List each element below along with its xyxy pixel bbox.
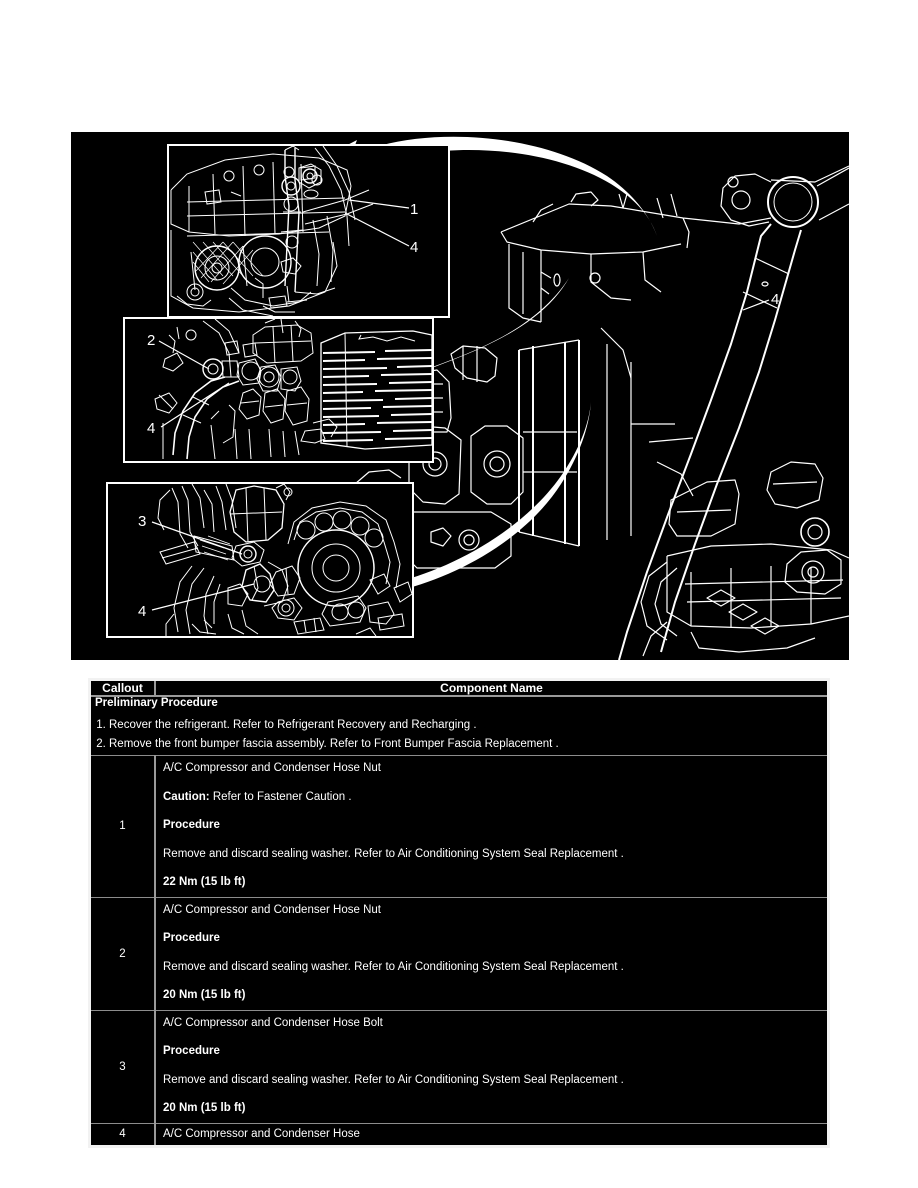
row-component-details: A/C Compressor and Condenser Hose Nut Ca… bbox=[155, 755, 827, 898]
inset-view-bottom: 3 4 bbox=[106, 482, 414, 638]
list-item: Remove the front bumper fascia assembly.… bbox=[109, 737, 827, 753]
component-name: A/C Compressor and Condenser Hose Nut bbox=[163, 903, 381, 916]
preliminary-procedure-title: Preliminary Procedure bbox=[95, 697, 218, 709]
procedure-label: Procedure bbox=[163, 932, 220, 945]
inset-middle-drawing bbox=[154, 319, 432, 460]
row-callout-number: 4 bbox=[91, 1123, 156, 1146]
header-component-name: Component Name bbox=[155, 681, 827, 697]
procedure-text: Remove and discard sealing washer. Refer… bbox=[163, 1073, 624, 1086]
procedure-text: Remove and discard sealing washer. Refer… bbox=[163, 847, 624, 860]
procedure-label: Procedure bbox=[163, 819, 220, 832]
inset-top-drawing bbox=[170, 146, 410, 316]
table-row: 1 A/C Compressor and Condenser Hose Nut … bbox=[91, 755, 827, 898]
row-callout-number: 3 bbox=[91, 1010, 156, 1124]
torque-spec: 22 Nm (15 lb ft) bbox=[163, 876, 246, 889]
caution-text: Refer to Fastener Caution . bbox=[209, 790, 352, 803]
callout-number-4-top: 4 bbox=[410, 239, 419, 256]
component-name: A/C Compressor and Condenser Hose Nut bbox=[163, 762, 381, 775]
table-row: 4 A/C Compressor and Condenser Hose bbox=[91, 1123, 827, 1146]
callout-number-2: 2 bbox=[147, 332, 156, 349]
caution-label: Caution: bbox=[163, 790, 210, 803]
table-row: 3 A/C Compressor and Condenser Hose Bolt… bbox=[91, 1010, 827, 1124]
table-row: 2 A/C Compressor and Condenser Hose Nut … bbox=[91, 897, 827, 1011]
header-callout: Callout bbox=[91, 681, 156, 697]
list-item: Recover the refrigerant. Refer to Refrig… bbox=[109, 718, 827, 734]
component-name: A/C Compressor and Condenser Hose bbox=[163, 1127, 360, 1140]
row-callout-number: 2 bbox=[91, 897, 156, 1011]
caution-line: Caution: Refer to Fastener Caution . bbox=[163, 790, 819, 806]
preliminary-steps-list: Recover the refrigerant. Refer to Refrig… bbox=[91, 718, 827, 752]
procedure-label: Procedure bbox=[163, 1045, 220, 1058]
row-callout-number: 1 bbox=[91, 755, 156, 898]
row-component-details: A/C Compressor and Condenser Hose Bolt P… bbox=[155, 1010, 827, 1124]
inset-bottom-drawing bbox=[151, 484, 412, 636]
preliminary-procedure-cell: Preliminary Procedure Recover the refrig… bbox=[91, 696, 827, 757]
torque-spec: 20 Nm (15 lb ft) bbox=[163, 989, 246, 1002]
callout-number-1: 1 bbox=[410, 201, 419, 218]
inset-view-middle: 2 4 bbox=[123, 317, 434, 463]
callout-number-4-middle: 4 bbox=[147, 420, 156, 437]
preliminary-procedure-row: Preliminary Procedure Recover the refrig… bbox=[91, 696, 827, 757]
callout-table-container: Callout Component Name Preliminary Proce… bbox=[88, 678, 830, 1149]
inset-view-top: 1 4 bbox=[167, 144, 450, 318]
component-name: A/C Compressor and Condenser Hose Bolt bbox=[163, 1016, 383, 1029]
callout-table: Callout Component Name Preliminary Proce… bbox=[91, 681, 827, 1146]
illustration-panel: 1 4 bbox=[71, 132, 849, 660]
table-header-row: Callout Component Name bbox=[91, 681, 827, 697]
callout-number-3: 3 bbox=[138, 513, 147, 530]
callout-number-4-main: 4 bbox=[771, 291, 780, 308]
row-component-details: A/C Compressor and Condenser Hose Nut Pr… bbox=[155, 897, 827, 1011]
callout-number-4-bottom: 4 bbox=[138, 603, 147, 620]
row-component-details: A/C Compressor and Condenser Hose bbox=[155, 1123, 827, 1146]
torque-spec: 20 Nm (15 lb ft) bbox=[163, 1102, 246, 1115]
procedure-text: Remove and discard sealing washer. Refer… bbox=[163, 960, 624, 973]
